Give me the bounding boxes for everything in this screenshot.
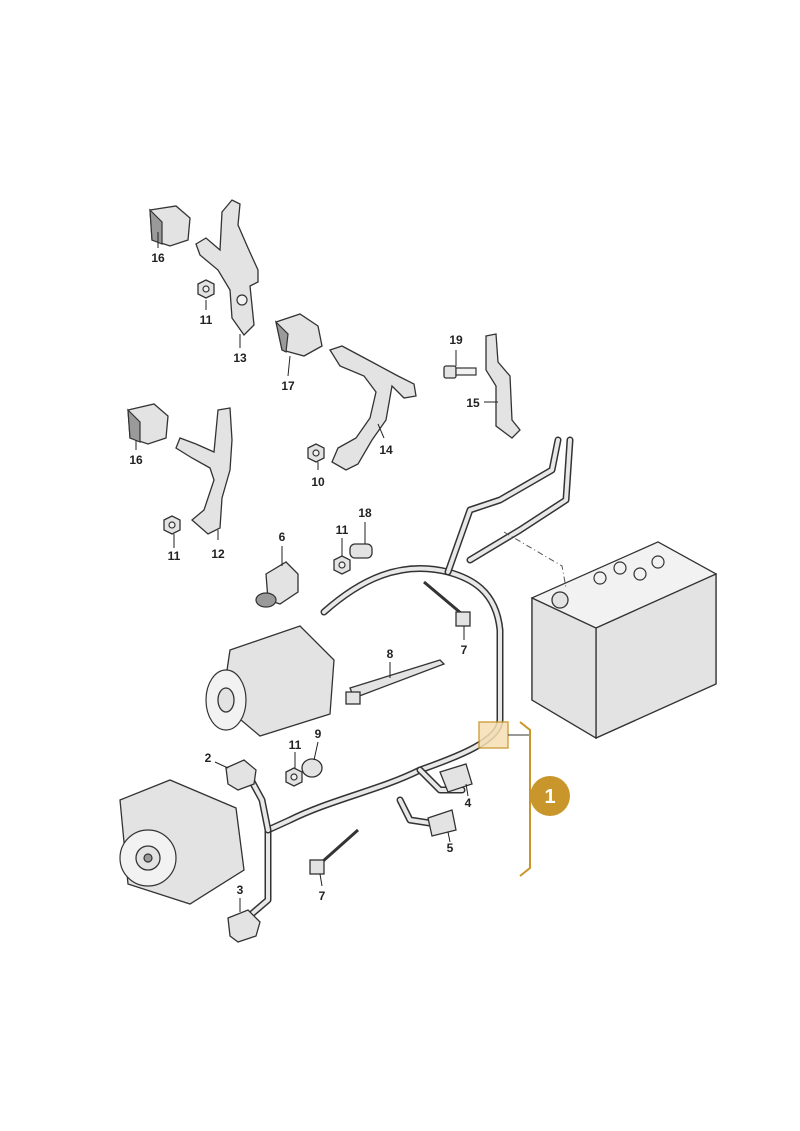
- nut-11-top: [197, 279, 215, 299]
- highlight-marker: [478, 721, 509, 749]
- label-16-lower: 16: [129, 453, 143, 467]
- starter-motor: [205, 625, 335, 737]
- label-7-upper: 7: [461, 643, 468, 657]
- cable-tie-8: [345, 659, 446, 705]
- battery: [530, 541, 718, 740]
- nut-11-lower: [285, 767, 303, 787]
- label-17: 17: [281, 379, 295, 393]
- label-11-mid: 11: [336, 523, 349, 537]
- connector-16-top: [149, 205, 191, 247]
- connector-3: [227, 909, 261, 943]
- label-15: 15: [466, 396, 480, 410]
- label-16-top: 16: [151, 251, 165, 265]
- connector-16-lower: [127, 403, 169, 445]
- label-14: 14: [379, 443, 393, 457]
- label-11-top: 11: [200, 313, 213, 327]
- label-19: 19: [449, 333, 463, 347]
- reference-line-battery: [503, 531, 567, 589]
- bracket-15: [485, 333, 521, 439]
- label-8: 8: [387, 647, 394, 661]
- bracket-12: [175, 407, 233, 535]
- connector-17: [274, 313, 323, 357]
- label-13: 13: [233, 351, 247, 365]
- label-11-lower-left: 11: [168, 549, 181, 563]
- label-4: 4: [465, 796, 472, 810]
- callout-bracket: [519, 721, 531, 877]
- cable-tie-7-lower: [309, 828, 359, 875]
- label-6: 6: [279, 530, 286, 544]
- label-12: 12: [211, 547, 225, 561]
- grommet-9: [301, 758, 323, 778]
- connector-5: [427, 809, 457, 837]
- label-3: 3: [237, 883, 244, 897]
- label-9: 9: [315, 727, 322, 741]
- leader-lines: [135, 232, 498, 912]
- label-7-lower: 7: [319, 889, 326, 903]
- label-10: 10: [311, 475, 325, 489]
- connector-4: [439, 763, 473, 793]
- label-18: 18: [358, 506, 372, 520]
- bracket-14: [329, 345, 417, 471]
- connector-2: [225, 759, 257, 791]
- bolt-19: [443, 365, 477, 379]
- label-11-lower: 11: [289, 738, 302, 752]
- alternator: [119, 779, 245, 905]
- bracket-13: [195, 199, 259, 337]
- bracket-6: [255, 561, 299, 608]
- nut-10: [307, 443, 325, 463]
- nut-11-lower-left: [163, 515, 181, 535]
- label-2: 2: [205, 751, 212, 765]
- grommet-18: [349, 543, 373, 559]
- cable-tie-7-upper: [423, 580, 471, 627]
- nut-11-mid: [333, 555, 351, 575]
- callout-label-1: 1: [544, 786, 555, 808]
- label-5: 5: [447, 841, 454, 855]
- callout-badge: [530, 776, 570, 816]
